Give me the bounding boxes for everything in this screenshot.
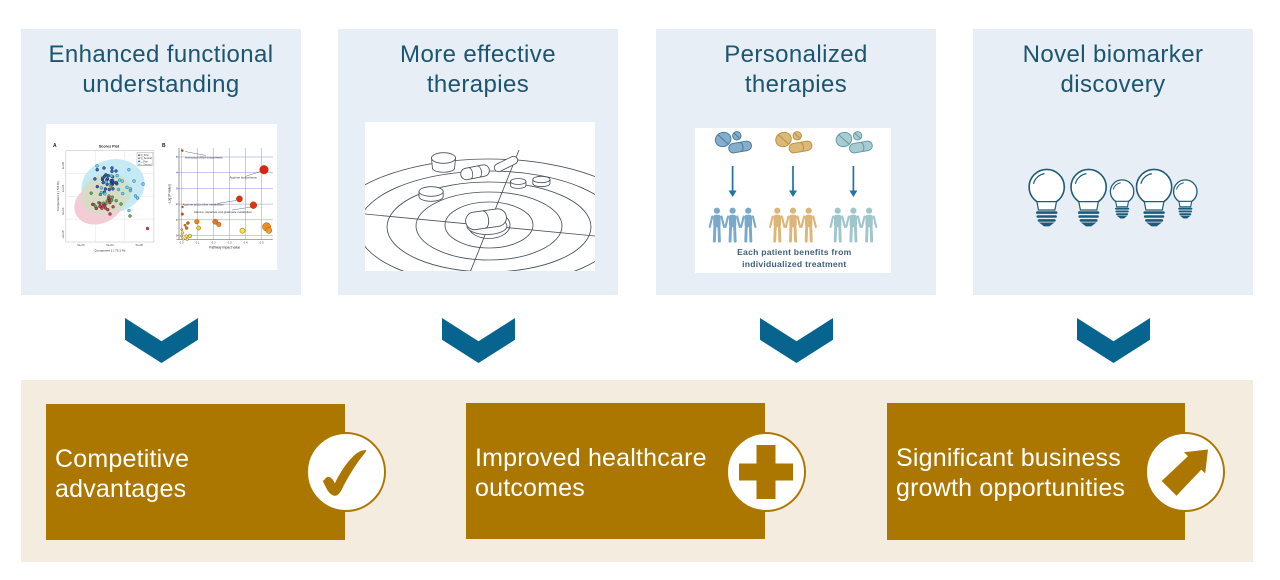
svg-text:5: 5 bbox=[176, 155, 178, 159]
svg-text:Component 1 ( 75.1 %): Component 1 ( 75.1 %) bbox=[94, 249, 125, 253]
svg-text:individualized treatment: individualized treatment bbox=[742, 259, 846, 269]
svg-text:Aminoacyl tRNA biosynthesis: Aminoacyl tRNA biosynthesis bbox=[185, 155, 223, 159]
svg-text:0.2: 0.2 bbox=[212, 241, 216, 245]
svg-text:L_First: L_First bbox=[141, 160, 149, 163]
svg-text:Component 2 ( 5.8 %): Component 2 ( 5.8 %) bbox=[56, 181, 60, 210]
svg-text:5e+06: 5e+06 bbox=[136, 243, 144, 247]
svg-text:0.5: 0.5 bbox=[260, 241, 264, 245]
svg-text:-Log (P-value): -Log (P-value) bbox=[168, 184, 172, 204]
svg-text:L_Second: L_Second bbox=[141, 163, 152, 166]
svg-text:0.0: 0.0 bbox=[180, 241, 184, 245]
svg-text:2e+06: 2e+06 bbox=[61, 161, 65, 169]
svg-text:Arginine and proline metabolis: Arginine and proline metabolism bbox=[183, 202, 225, 206]
svg-text:0e+00: 0e+00 bbox=[61, 207, 65, 215]
svg-text:Pathway impact value: Pathway impact value bbox=[209, 246, 240, 250]
svg-text:-2e+06: -2e+06 bbox=[61, 230, 65, 239]
svg-text:2: 2 bbox=[176, 202, 178, 206]
svg-text:1e+06: 1e+06 bbox=[61, 184, 65, 192]
svg-text:4: 4 bbox=[176, 171, 178, 175]
svg-text:0: 0 bbox=[176, 234, 178, 238]
svg-text:Arginine biosynthesis: Arginine biosynthesis bbox=[230, 176, 258, 180]
svg-text:A: A bbox=[53, 143, 57, 149]
svg-text:0.1: 0.1 bbox=[196, 241, 200, 245]
svg-text:0e+00: 0e+00 bbox=[106, 243, 114, 247]
svg-text:-5e+06: -5e+06 bbox=[76, 243, 85, 247]
svg-text:Each patient benefits from: Each patient benefits from bbox=[737, 247, 852, 257]
svg-text:Scores Plot: Scores Plot bbox=[99, 145, 120, 149]
svg-text:Q_First: Q_First bbox=[141, 154, 149, 157]
svg-text:Alanine, aspartate and glutama: Alanine, aspartate and glutamate metabol… bbox=[194, 210, 253, 214]
svg-text:0.3: 0.3 bbox=[228, 241, 232, 245]
svg-text:Q_Second: Q_Second bbox=[141, 157, 153, 160]
svg-text:3: 3 bbox=[176, 186, 178, 190]
svg-text:0.4: 0.4 bbox=[244, 241, 248, 245]
svg-text:1: 1 bbox=[176, 218, 178, 222]
svg-text:B: B bbox=[162, 143, 166, 149]
